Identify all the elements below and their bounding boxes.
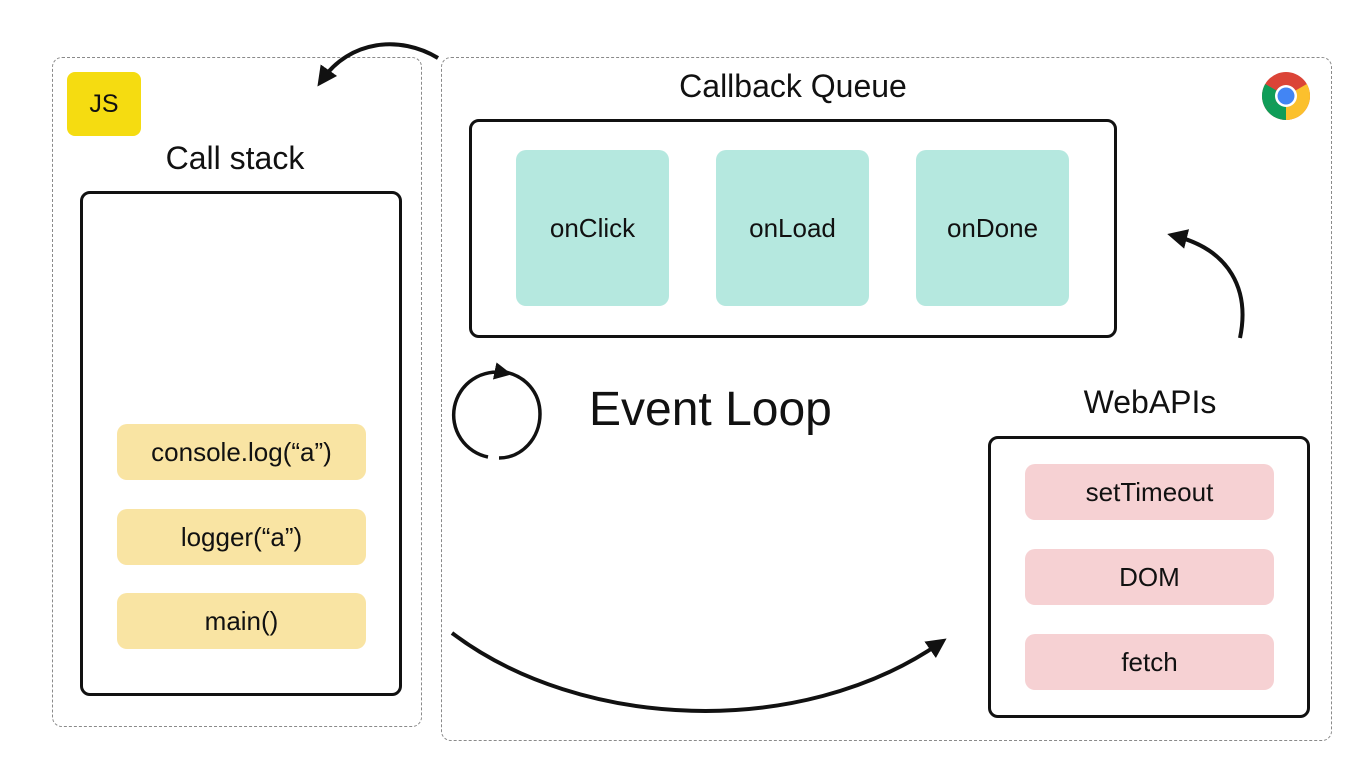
stack-to-webapis-arrow (450, 631, 947, 713)
stack-frame-main: main() (117, 593, 366, 649)
queue-item-onload: onLoad (716, 150, 869, 306)
webapis-to-queue-arrow (1167, 229, 1245, 339)
js-logo-label: JS (89, 89, 119, 118)
stack-frame-logger: logger(“a”) (117, 509, 366, 565)
callback-queue-title: Callback Queue (679, 68, 907, 104)
event-loop-label: Event Loop (589, 383, 832, 436)
web-api-fetch: fetch (1025, 634, 1274, 690)
event-loop-cycle-icon (451, 362, 542, 460)
queue-item-ondone: onDone (916, 150, 1069, 306)
web-apis-title: WebAPIs (1083, 384, 1217, 420)
web-api-dom: DOM (1025, 549, 1274, 605)
js-logo: JS (67, 72, 141, 136)
web-api-settimeout: setTimeout (1025, 464, 1274, 520)
browser-region (441, 57, 1332, 741)
queue-item-onclick: onClick (516, 150, 669, 306)
queue-to-stack-arrow (317, 42, 440, 87)
js-engine-region (52, 57, 422, 727)
chrome-icon (1261, 72, 1310, 120)
call-stack-title: Call stack (165, 140, 305, 176)
stack-frame-console-log: console.log(“a”) (117, 424, 366, 480)
